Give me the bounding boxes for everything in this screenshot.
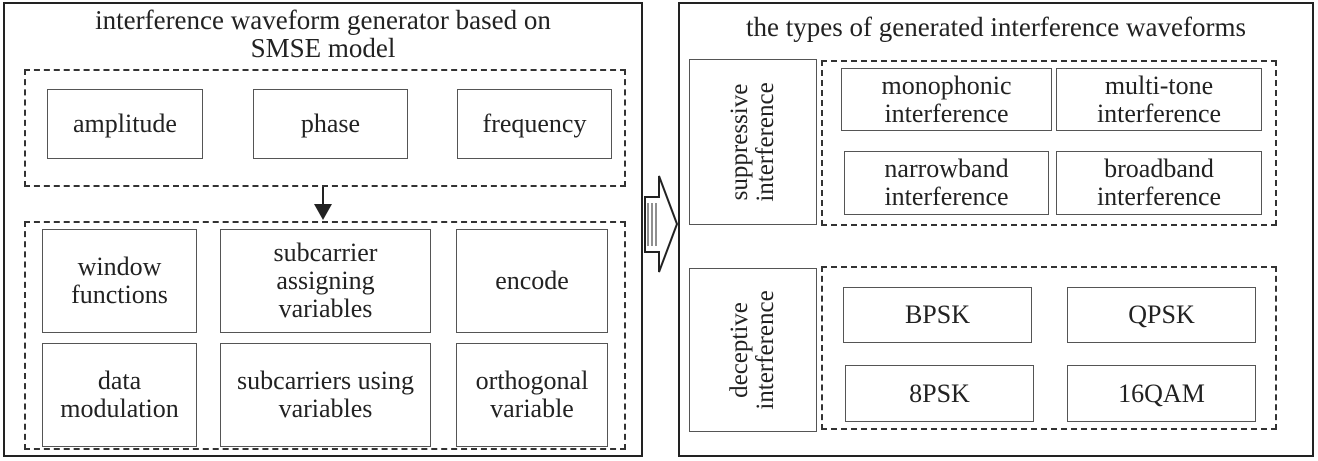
data-modulation-box: data modulation xyxy=(42,343,197,447)
subcarrier-assigning-line2: assigning xyxy=(276,266,375,295)
right-arrow xyxy=(644,175,679,273)
suppressive-label-box: suppressive interference xyxy=(689,59,817,225)
generator-title: interference waveform generator based on… xyxy=(3,6,643,62)
generator-title-line1: interference waveform generator based on xyxy=(95,5,551,35)
orthogonal-variable-box: orthogonal variable xyxy=(456,343,608,447)
data-modulation-line1: data xyxy=(97,366,142,395)
window-functions-line1: window xyxy=(77,252,162,281)
narrowband-line1: narrowband xyxy=(884,154,1009,183)
subcarrier-assigning-line3: variables xyxy=(278,294,373,323)
qpsk-box: QPSK xyxy=(1067,287,1256,343)
16qam-label: 16QAM xyxy=(1118,378,1205,408)
orthogonal-variable-line2: variable xyxy=(490,394,574,423)
bpsk-label: BPSK xyxy=(904,300,971,329)
8psk-label: 8PSK xyxy=(909,378,970,408)
suppressive-group xyxy=(821,60,1277,226)
broadband-box: broadband interference xyxy=(1056,151,1262,215)
encode-box: encode xyxy=(456,229,608,333)
data-modulation-line2: modulation xyxy=(60,394,179,423)
subcarriers-using-box: subcarriers using variables xyxy=(220,343,431,447)
bpsk-box: BPSK xyxy=(843,287,1032,343)
narrowband-line2: interference xyxy=(884,182,1009,211)
subcarriers-using-line1: subcarriers using xyxy=(237,366,414,395)
frequency-label: frequency xyxy=(482,109,587,138)
suppressive-label-line1: suppressive xyxy=(726,83,753,201)
types-title: the types of generated interference wave… xyxy=(745,12,1246,42)
down-arrow-head xyxy=(314,204,332,220)
encode-label: encode xyxy=(495,266,569,295)
qpsk-label: QPSK xyxy=(1128,300,1195,329)
subcarriers-using-line2: variables xyxy=(278,394,373,423)
deceptive-group xyxy=(821,266,1277,430)
8psk-box: 8PSK xyxy=(845,365,1034,422)
16qam-box: 16QAM xyxy=(1067,365,1256,422)
suppressive-label-line2: interference xyxy=(752,82,779,202)
orthogonal-variable-line1: orthogonal xyxy=(475,366,589,395)
window-functions-line2: functions xyxy=(71,280,168,309)
window-functions-box: window functions xyxy=(42,229,197,333)
subcarrier-assigning-box: subcarrier assigning variables xyxy=(220,229,431,333)
amplitude-box: amplitude xyxy=(47,89,203,159)
narrowband-box: narrowband interference xyxy=(844,151,1049,215)
multi-tone-box: multi-tone interference xyxy=(1056,68,1262,131)
frequency-box: frequency xyxy=(457,89,612,159)
variable-group xyxy=(24,221,626,450)
deceptive-label-line2: interference xyxy=(752,290,779,410)
multi-tone-line2: interference xyxy=(1096,98,1222,128)
deceptive-label-line1: deceptive xyxy=(726,302,753,398)
deceptive-label-box: deceptive interference xyxy=(689,268,817,432)
generator-title-line2: SMSE model xyxy=(250,33,396,63)
monophonic-line1: monophonic xyxy=(881,70,1012,100)
monophonic-box: monophonic interference xyxy=(841,68,1052,131)
phase-label: phase xyxy=(300,109,361,138)
multi-tone-line1: multi-tone xyxy=(1104,70,1214,100)
broadband-line2: interference xyxy=(1096,182,1222,211)
phase-box: phase xyxy=(253,89,408,159)
monophonic-line2: interference xyxy=(884,98,1009,128)
amplitude-label: amplitude xyxy=(73,109,177,138)
broadband-line1: broadband xyxy=(1104,154,1214,183)
parameter-group xyxy=(24,69,626,187)
subcarrier-assigning-line1: subcarrier xyxy=(273,238,378,267)
